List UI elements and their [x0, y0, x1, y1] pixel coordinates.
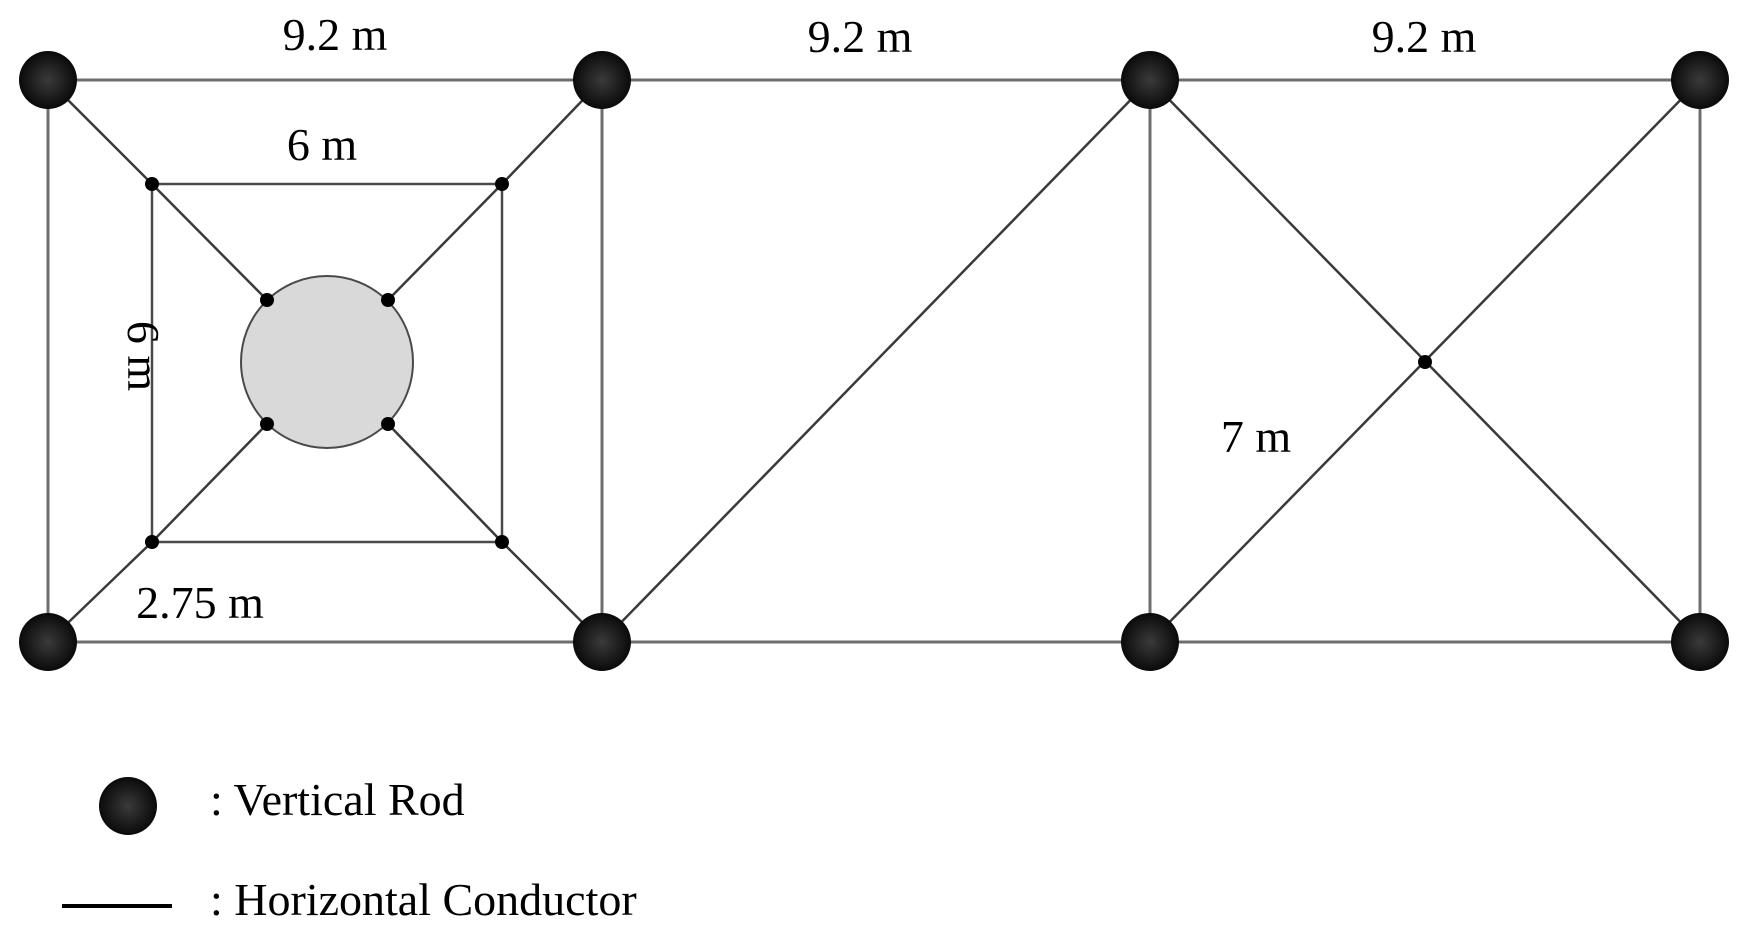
junction-dot — [1418, 355, 1432, 369]
junction-dot — [145, 535, 159, 549]
inner-square-conductor — [150, 182, 504, 544]
vertical-rod — [1671, 613, 1729, 671]
dim-label-inner-width: 6 m — [287, 119, 358, 170]
vertical-rod — [19, 51, 77, 109]
vertical-rod — [19, 613, 77, 671]
junction-dot — [381, 417, 395, 431]
dim-label-top-span-2: 9.2 m — [808, 11, 913, 62]
junction-dot — [495, 535, 509, 549]
legend-rod-label: : Vertical Rod — [210, 774, 465, 825]
dim-label-diagonal: 7 m — [1221, 411, 1292, 462]
vertical-rod — [1121, 613, 1179, 671]
junction-dot — [260, 417, 274, 431]
legend: : Vertical Rod : Horizontal Conductor — [62, 774, 637, 925]
diag-bl-inner — [151, 423, 268, 543]
middle-bay-diagonal — [601, 79, 1151, 643]
legend-conductor-label: : Horizontal Conductor — [210, 874, 637, 925]
vertical-rod — [573, 613, 631, 671]
tower-foundation — [240, 275, 414, 449]
junction-dot — [145, 177, 159, 191]
dim-label-inner-height: 6 m — [118, 321, 169, 392]
dim-label-top-span-1: 9.2 m — [283, 9, 388, 60]
diag-tr-inner — [387, 183, 503, 301]
dim-label-top-span-3: 9.2 m — [1372, 11, 1477, 62]
legend-rod-icon — [99, 777, 157, 835]
junction-dot — [260, 293, 274, 307]
vertical-rod — [1121, 51, 1179, 109]
vertical-rod — [573, 51, 631, 109]
vertical-rod — [1671, 51, 1729, 109]
dim-label-offset: 2.75 m — [136, 577, 264, 628]
junction-dot — [381, 293, 395, 307]
diag-br-inner — [387, 423, 503, 543]
diag-tl-inner — [151, 183, 268, 301]
junction-dot — [495, 177, 509, 191]
